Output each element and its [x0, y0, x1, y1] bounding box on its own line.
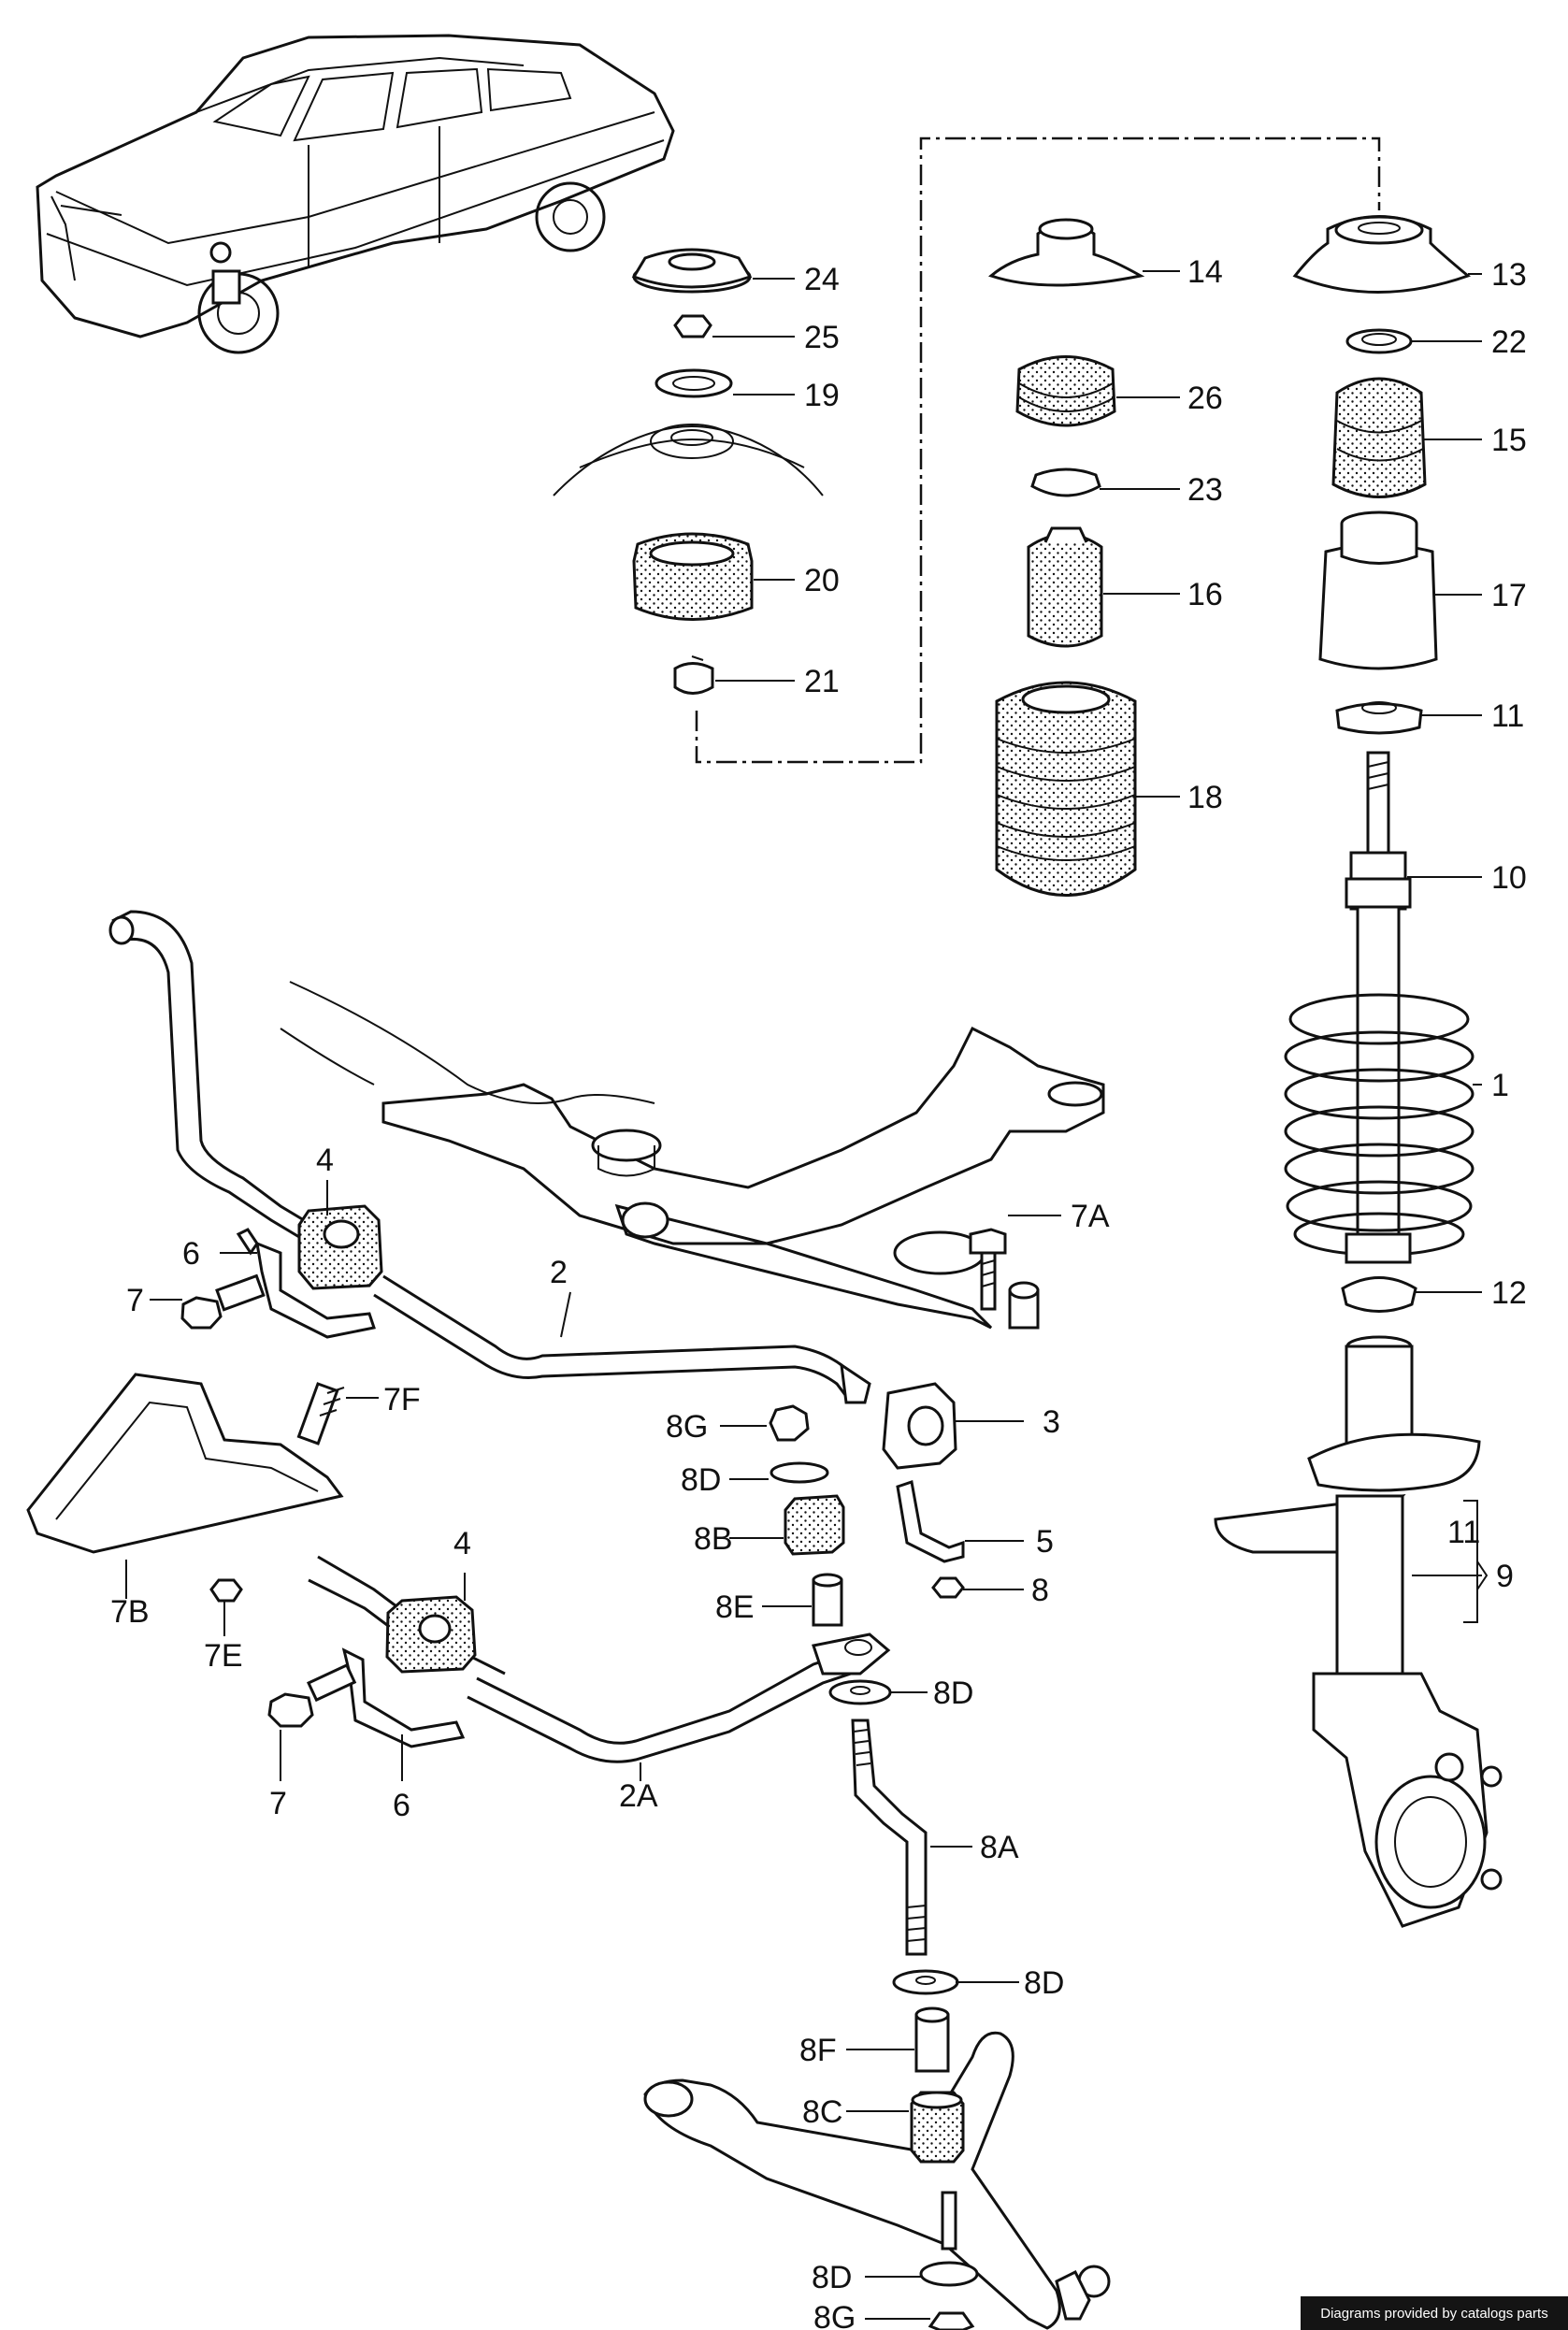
attribution-banner: Diagrams provided by catalogs parts	[1301, 2296, 1568, 2330]
label-8D: 8D	[681, 1462, 721, 1498]
label-8G: 8G	[666, 1409, 708, 1445]
label-8D-fourth: 8D	[812, 2260, 852, 2295]
label-16: 16	[1187, 577, 1223, 612]
bushing-bracket-top	[180, 1204, 383, 1339]
strut-assembly-right	[1214, 215, 1503, 1928]
leaders-mid-lower	[125, 1180, 1061, 2320]
leaders-right-group	[1407, 273, 1489, 1623]
label-10: 10	[1491, 860, 1527, 896]
label-7E: 7E	[204, 1638, 243, 1674]
assembly-connector-line	[695, 137, 1381, 764]
label-11: 11	[1491, 698, 1524, 734]
label-11-brace: 11	[1447, 1515, 1480, 1550]
bracket-7B-assembly	[26, 1373, 345, 1603]
label-8: 8	[1031, 1573, 1049, 1608]
label-20: 20	[804, 563, 840, 598]
label-22: 22	[1491, 324, 1527, 360]
label-7A: 7A	[1071, 1199, 1110, 1234]
label-13: 13	[1491, 257, 1527, 293]
label-8D-second: 8D	[933, 1676, 973, 1711]
label-7F: 7F	[383, 1382, 421, 1417]
label-25: 25	[804, 320, 840, 355]
label-17: 17	[1491, 578, 1527, 613]
label-3: 3	[1043, 1404, 1060, 1440]
mount-group-left	[553, 248, 824, 695]
label-6-bottom: 6	[393, 1788, 410, 1823]
label-15: 15	[1491, 423, 1527, 458]
label-7-bottom: 7	[269, 1786, 287, 1821]
car-illustration	[36, 34, 675, 354]
subframe	[280, 981, 1105, 1330]
label-18: 18	[1187, 780, 1223, 815]
label-9: 9	[1496, 1559, 1514, 1594]
label-5: 5	[1036, 1524, 1054, 1560]
label-23: 23	[1187, 472, 1223, 508]
bushing-bracket-right	[882, 1382, 965, 1599]
leaders-center-group	[1100, 270, 1180, 798]
stabilizer-bar-lower	[267, 1555, 891, 1763]
label-26: 26	[1187, 381, 1223, 416]
part-labels: 24 25 19 20 21 14 26 23 16 18 13 22 15 1…	[110, 254, 1527, 2330]
label-4-top: 4	[316, 1143, 334, 1178]
label-21: 21	[804, 664, 840, 699]
label-19: 19	[804, 378, 840, 413]
label-8G-bottom: 8G	[813, 2300, 856, 2330]
label-14: 14	[1187, 254, 1223, 290]
label-12: 12	[1491, 1275, 1527, 1311]
label-2A: 2A	[619, 1778, 658, 1814]
label-7B: 7B	[110, 1594, 150, 1630]
label-8D-third: 8D	[1024, 1965, 1064, 2001]
leaders-left-group	[712, 278, 795, 682]
link-hardware-stack	[769, 1404, 845, 1627]
label-24: 24	[804, 262, 840, 297]
label-1: 1	[1491, 1068, 1509, 1103]
label-2: 2	[550, 1255, 568, 1290]
drop-link-assembly	[643, 1679, 1111, 2330]
coil-spring	[1284, 993, 1474, 1257]
label-8B: 8B	[694, 1521, 733, 1557]
mount-group-center	[987, 218, 1145, 897]
label-8E: 8E	[715, 1589, 755, 1625]
label-8C: 8C	[802, 2094, 842, 2130]
label-4-bottom: 4	[453, 1526, 471, 1561]
label-6-top: 6	[182, 1236, 200, 1272]
label-8F: 8F	[799, 2033, 837, 2068]
label-8A: 8A	[980, 1830, 1019, 1865]
stabilizer-bar	[108, 910, 871, 1404]
label-7-top: 7	[126, 1283, 144, 1318]
